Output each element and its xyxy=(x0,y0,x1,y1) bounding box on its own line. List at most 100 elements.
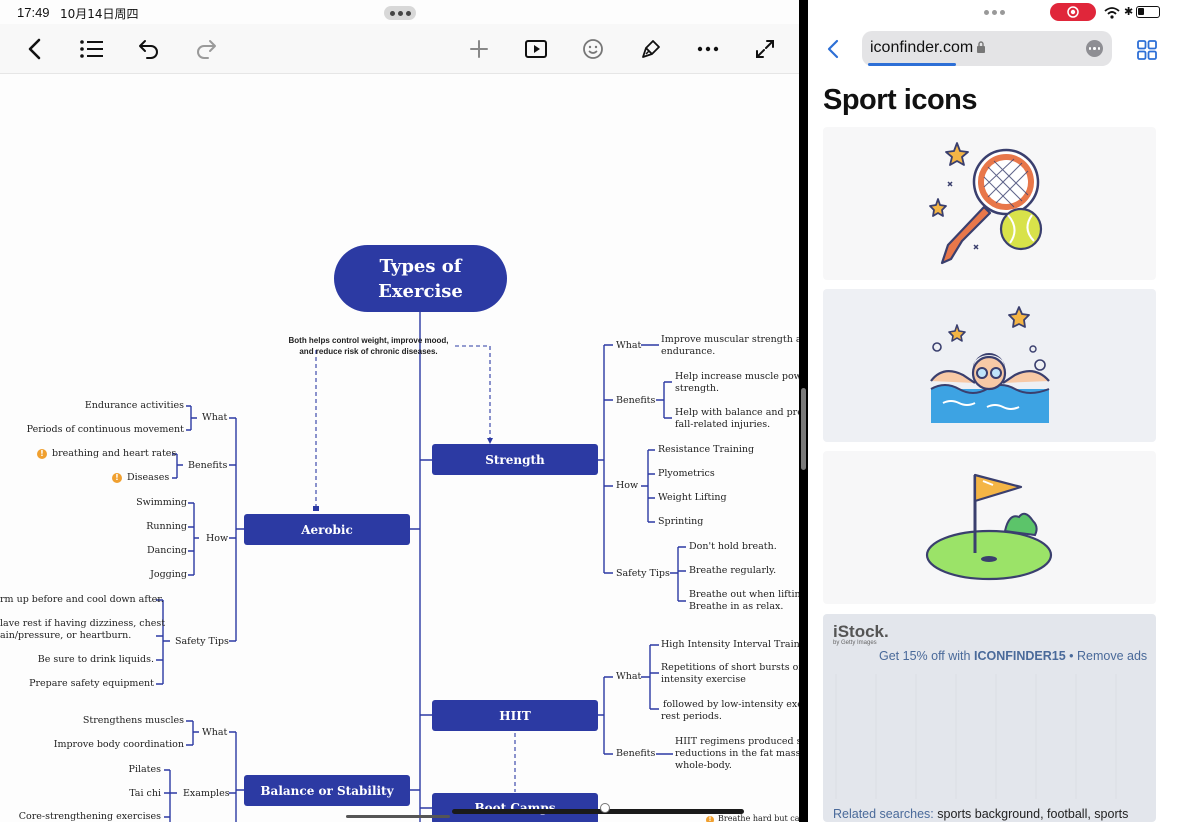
hiit-what-3b: rest periods. xyxy=(661,711,722,722)
add-icon[interactable] xyxy=(464,34,494,64)
wifi-icon xyxy=(1104,6,1120,24)
remove-ads-link[interactable]: Remove ads xyxy=(1076,649,1148,663)
status-time: 17:49 xyxy=(17,5,50,20)
hiit-what-3a: followed by low-intensity exer xyxy=(663,699,799,710)
swimmer-icon xyxy=(930,306,1050,423)
safari-browser: ✱ iconfinder.com Sport icons xyxy=(808,0,1180,822)
mindmap-connectors xyxy=(156,312,686,822)
balance-what-1: Strengthens muscles xyxy=(82,715,184,726)
hiit-benefit-1: HIIT regimens produced sig xyxy=(675,736,799,747)
bluetooth-icon: ✱ xyxy=(1124,5,1134,18)
aerobic-what-2: Periods of continuous movement xyxy=(26,424,184,435)
hiit-benefits-label: Benefits xyxy=(616,748,656,759)
aerobic-what-1: Endurance activities xyxy=(84,400,184,411)
strength-how-1: Resistance Training xyxy=(658,444,755,455)
strength-how-2: Plyometrics xyxy=(658,468,715,479)
multitasking-handle[interactable] xyxy=(384,6,416,20)
address-bar[interactable]: iconfinder.com xyxy=(862,31,1112,66)
present-icon[interactable] xyxy=(521,34,551,64)
node-bootcamp[interactable]: Boot Camps xyxy=(432,793,598,822)
strength-benefit-1b: strength. xyxy=(675,383,720,394)
outline-list-icon[interactable] xyxy=(77,34,107,64)
mindmap-app: 17:49 10月14日周四 xyxy=(0,0,799,822)
aerobic-benefit-1: !breathing and heart rates xyxy=(37,448,176,460)
strength-benefit-2b: fall-related injuries. xyxy=(675,419,771,430)
lock-icon xyxy=(976,40,986,59)
strength-how-4: Sprinting xyxy=(658,516,704,527)
ad-image-placeholder xyxy=(835,674,1144,799)
root-topic[interactable]: Types of Exercise xyxy=(334,245,507,312)
hiit-what-label: What xyxy=(616,671,642,682)
root-line-1: Types of xyxy=(379,255,462,277)
icon-card-swimmer[interactable] xyxy=(823,289,1156,442)
toolbar xyxy=(0,24,799,74)
node-hiit[interactable]: HIIT xyxy=(432,700,598,731)
split-view-divider[interactable] xyxy=(799,0,808,822)
node-balance[interactable]: Balance or Stability xyxy=(244,775,410,806)
strength-how-3: Weight Lifting xyxy=(658,492,727,503)
aerobic-how-3: Dancing xyxy=(147,545,187,556)
page-options-icon[interactable] xyxy=(1086,40,1103,57)
hiit-what-2a: Repetitions of short bursts of h xyxy=(661,662,799,673)
strength-safety-label: Safety Tips xyxy=(616,568,670,579)
aerobic-how-2: Running xyxy=(146,521,187,532)
node-strength[interactable]: Strength xyxy=(432,444,598,475)
hiit-what-1: High Intensity Interval Trainin xyxy=(661,639,799,650)
icon-card-golf[interactable] xyxy=(823,451,1156,604)
istock-ad[interactable]: iStock. by Getty Images Get 15% off with… xyxy=(823,614,1156,822)
node-aerobic[interactable]: Aerobic xyxy=(244,514,410,545)
aerobic-how-1: Swimming xyxy=(136,497,187,508)
icon-card-tennis[interactable] xyxy=(823,127,1156,280)
aerobic-safety-2a: lave rest if having dizziness, chest xyxy=(0,618,166,629)
balance-example-3: Core-strengthening exercises xyxy=(18,811,161,822)
aerobic-benefits-label: Benefits xyxy=(188,460,228,471)
page-load-progress xyxy=(868,63,956,66)
aerobic-how-label: How xyxy=(206,533,229,544)
hiit-what-2b: intensity exercise xyxy=(661,674,746,685)
emoji-icon[interactable] xyxy=(578,34,608,64)
more-icon[interactable] xyxy=(693,34,723,64)
page-title: Sport icons xyxy=(823,84,978,116)
bootcamp-tip: !Breathe hard but ca xyxy=(706,813,799,822)
related-terms[interactable]: sports background, football, sports xyxy=(937,807,1129,821)
tabs-overview-icon[interactable] xyxy=(1136,39,1158,66)
root-line-2: Exercise xyxy=(378,280,463,302)
strength-how-label: How xyxy=(616,480,639,491)
collapse-toggle[interactable] xyxy=(600,803,610,813)
battery-icon xyxy=(1136,6,1160,18)
balance-examples-label: Examples xyxy=(183,788,230,799)
aerobic-how-4: Jogging xyxy=(150,569,187,580)
browser-back-icon[interactable] xyxy=(826,38,840,65)
multitasking-handle[interactable] xyxy=(980,6,1008,18)
strength-benefit-1a: Help increase muscle powe xyxy=(675,371,799,382)
strength-what-label: What xyxy=(616,340,642,351)
back-icon[interactable] xyxy=(20,34,50,64)
balance-example-2: Tai chi xyxy=(129,788,161,799)
status-bar: 17:49 10月14日周四 xyxy=(0,0,799,24)
warning-icon: ! xyxy=(112,473,122,483)
aerobic-safety-label: Safety Tips xyxy=(175,636,229,647)
related-searches: Related searches: sports background, foo… xyxy=(833,807,1129,821)
undo-icon[interactable] xyxy=(134,34,164,64)
balance-what-2: Improve body coordination xyxy=(53,739,184,750)
aerobic-what-label: What xyxy=(202,412,228,423)
balance-example-1: Pilates xyxy=(128,764,161,775)
strength-benefits-label: Benefits xyxy=(616,395,656,406)
strength-safety-2: Breathe regularly. xyxy=(689,565,777,576)
strength-safety-3a: Breathe out when lifting xyxy=(689,589,799,600)
divider-handle[interactable] xyxy=(801,388,806,470)
ad-offer: Get 15% off with ICONFINDER15 • Remove a… xyxy=(879,649,1148,663)
fullscreen-icon[interactable] xyxy=(750,34,780,64)
scroll-indicator xyxy=(346,815,450,818)
aerobic-safety-3: Be sure to drink liquids. xyxy=(37,654,154,665)
redo-icon[interactable] xyxy=(191,34,221,64)
hiit-benefit-3: whole-body. xyxy=(675,760,732,771)
aerobic-safety-4: Prepare safety equipment xyxy=(29,678,154,689)
aerobic-safety-2b: ain/pressure, or heartburn. xyxy=(0,630,132,641)
strength-what-1: Improve muscular strength and xyxy=(661,334,799,345)
tennis-racket-icon xyxy=(929,142,1043,265)
format-brush-icon[interactable] xyxy=(636,34,666,64)
strength-what-2: endurance. xyxy=(661,346,716,357)
screen-recording-indicator[interactable] xyxy=(1050,3,1096,21)
